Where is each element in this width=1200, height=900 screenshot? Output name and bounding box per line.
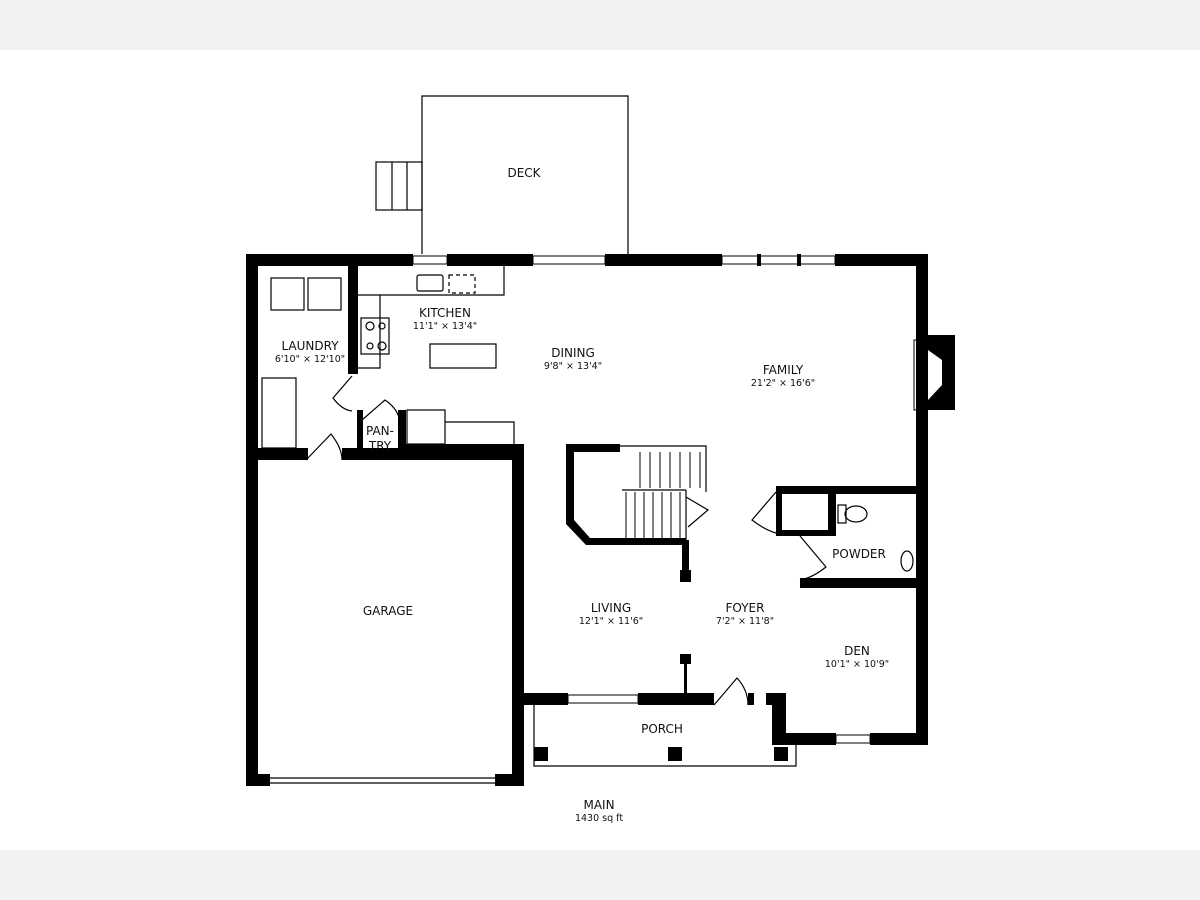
kitchen-island — [429, 343, 497, 369]
room-label-porch: PORCH — [641, 722, 683, 736]
deck-stairs — [375, 161, 423, 211]
staircase — [620, 445, 707, 540]
toilet — [844, 505, 868, 523]
floor-name: MAIN — [583, 798, 615, 812]
dryer — [307, 277, 342, 311]
room-label-garage: GARAGE — [362, 604, 414, 618]
porch-outline — [533, 705, 797, 767]
kitchen-sink — [416, 274, 444, 292]
floor-area: 1430 sq ft — [574, 813, 624, 824]
room-label-deck: DECK — [507, 166, 541, 180]
room-label-powder: POWDER — [832, 547, 886, 561]
washer — [270, 277, 305, 311]
room-label-pantry: PAN-TRY — [366, 424, 394, 453]
kitchen-counter — [358, 294, 381, 369]
powder-sink — [900, 550, 914, 572]
walls — [246, 254, 955, 786]
kitchen-range — [360, 317, 390, 355]
floor-plan-drawing — [246, 95, 955, 786]
